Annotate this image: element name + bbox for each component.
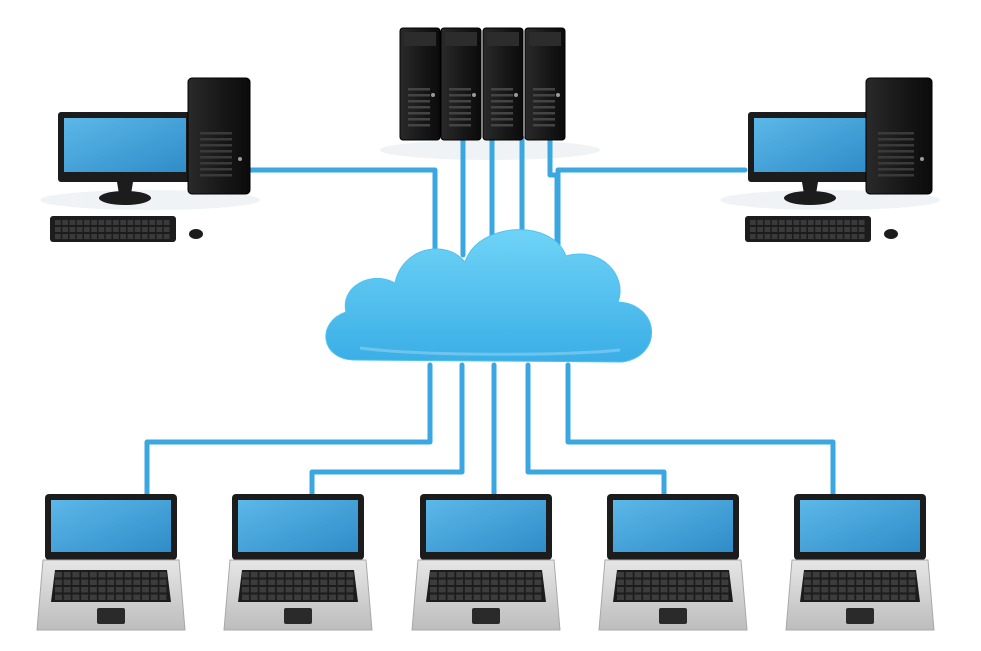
cable-desktop-right	[555, 167, 748, 253]
cable-laptop-1	[144, 362, 433, 503]
laptop-icon	[785, 494, 935, 631]
server-tower	[440, 27, 482, 141]
laptop-icon	[223, 494, 373, 631]
laptop-2	[223, 494, 373, 631]
server-icon	[399, 27, 566, 141]
laptop-icon	[36, 494, 186, 631]
desktop-right	[745, 77, 933, 242]
floor-shadows	[40, 140, 940, 210]
cable-laptop-5	[565, 362, 836, 503]
mouse	[189, 229, 203, 239]
cable-desktop-left	[247, 167, 438, 268]
cloud-icon	[325, 229, 652, 363]
network-cables	[144, 135, 836, 503]
cable-laptop-4	[525, 362, 667, 503]
desktop-computer-icon	[50, 77, 251, 242]
mouse	[884, 229, 898, 239]
laptop-5	[785, 494, 935, 631]
keyboard	[50, 216, 176, 242]
laptop-icon	[411, 494, 561, 631]
keyboard	[745, 216, 871, 242]
server-rack	[399, 27, 566, 141]
desktop-left	[50, 77, 251, 242]
server-tower	[524, 27, 566, 141]
laptop-3	[411, 494, 561, 631]
server-tower	[482, 27, 524, 141]
laptop-icon	[598, 494, 748, 631]
laptop-4	[598, 494, 748, 631]
laptop-1	[36, 494, 186, 631]
cloud	[325, 229, 652, 363]
server-tower	[399, 27, 441, 141]
desktop-computer-icon	[745, 77, 933, 242]
cable-laptop-2	[309, 362, 465, 503]
laptops	[36, 494, 935, 631]
